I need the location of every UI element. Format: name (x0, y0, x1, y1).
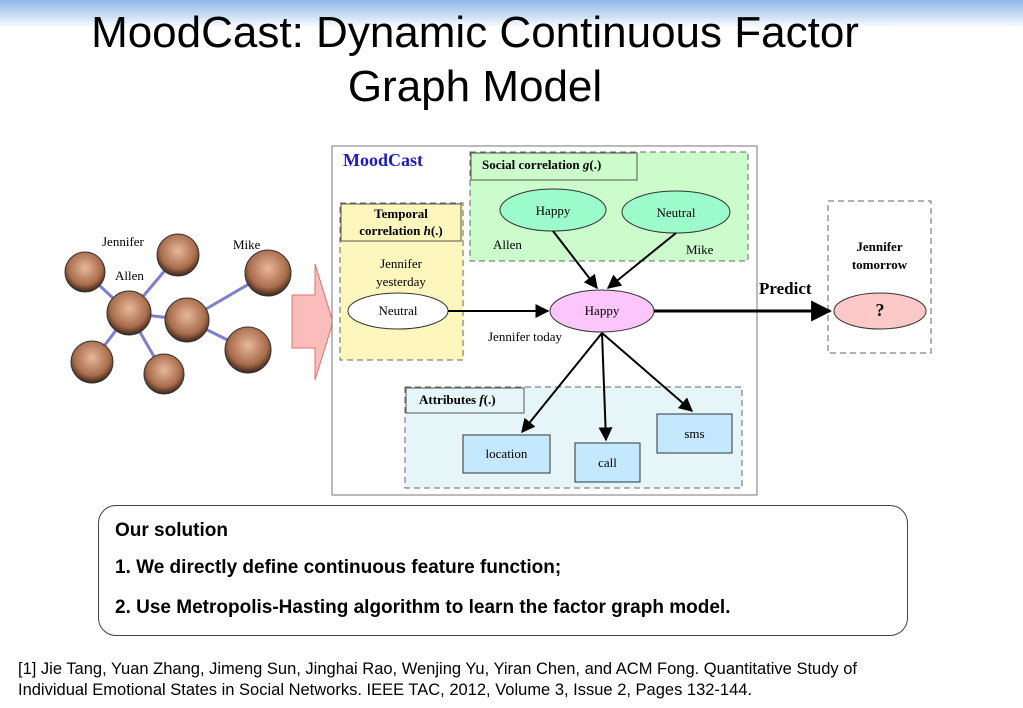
predict-label: Predict (759, 279, 812, 298)
temporal-node-label: Neutral (378, 303, 418, 318)
attributes-func: f (479, 392, 484, 407)
attribute-sms-label: sms (684, 426, 705, 441)
temporal-correlation-label: Temporal correlation h(.) (341, 205, 461, 239)
attributes-label: Attributes f(.) (419, 392, 496, 408)
social-correlation-label: Social correlation g(.) (482, 157, 601, 173)
temporal-func: h (423, 223, 431, 238)
temporal-suffix: (.) (430, 223, 443, 238)
temporal-caption: Jennifer yesterday (341, 255, 461, 291)
solution-heading: Our solution (115, 520, 228, 541)
attribute-location-label: location (485, 446, 528, 461)
social-label-text: Social correlation (482, 157, 583, 172)
person-avatar (143, 353, 185, 395)
social-correlation-label-box (470, 152, 638, 181)
arrow-social-happy (552, 230, 598, 290)
attribute-call-box (574, 442, 641, 483)
network-label-allen: Allen (115, 268, 144, 283)
transition-arrow (291, 263, 334, 381)
social-mike-label: Mike (686, 242, 714, 257)
attribute-location-box (462, 434, 551, 474)
reference-line2: Individual Emotional States in Social Ne… (18, 681, 753, 699)
social-allen-label: Allen (493, 237, 522, 252)
arrow-sms (601, 332, 694, 412)
social-network-graph (64, 233, 292, 395)
attributes-label-text: Attributes (419, 392, 480, 407)
solution-box: Our solution 1. We directly define conti… (98, 505, 908, 636)
temporal-label-line2: correlation h(.) (341, 222, 461, 239)
person-avatar (156, 233, 200, 277)
arrow-social-neutral (606, 232, 677, 289)
slide-title-line1: MoodCast: Dynamic Continuous Factor (91, 8, 859, 57)
prediction-node (833, 292, 927, 330)
diagram-arrows (448, 230, 833, 442)
arrow-location (521, 332, 603, 434)
solution-point-1: 1. We directly define continuous feature… (115, 557, 562, 578)
prediction-caption-line1: Jennifer (856, 239, 903, 254)
temporal-label-box (340, 203, 462, 242)
social-func: g (582, 157, 590, 172)
temporal-label-text: correlation (359, 223, 424, 238)
center-node-caption: Jennifer today (488, 329, 563, 344)
network-label-jennifer: Jennifer (102, 234, 144, 249)
network-label-mike: Mike (233, 237, 261, 252)
attributes-label-box (405, 387, 525, 414)
temporal-caption-line2: yesterday (376, 274, 426, 289)
person-avatar (70, 340, 114, 384)
slide-title-line2: Graph Model (347, 62, 603, 111)
slide-title: MoodCast: Dynamic Continuous Factor Grap… (0, 6, 950, 114)
person-avatar (244, 249, 292, 297)
person-avatar (106, 290, 152, 336)
social-neutral-label: Neutral (656, 205, 696, 220)
center-node-label: Happy (584, 303, 620, 318)
reference-line1: [1] Jie Tang, Yuan Zhang, Jimeng Sun, Ji… (18, 660, 857, 678)
social-suffix: (.) (589, 157, 602, 172)
temporal-label-line1: Temporal (374, 206, 428, 221)
prediction-caption-line2: tomorrow (851, 257, 908, 272)
attribute-sms-box (656, 413, 733, 454)
solution-point-2: 2. Use Metropolis-Hasting algorithm to l… (115, 597, 731, 618)
person-avatar (224, 326, 272, 374)
social-happy-label: Happy (535, 203, 571, 218)
attribute-call-label: call (598, 455, 617, 470)
arrow-call (598, 332, 613, 442)
reference-citation: [1] Jie Tang, Yuan Zhang, Jimeng Sun, Ji… (18, 659, 1008, 701)
person-avatar (64, 251, 106, 293)
prediction-region (827, 200, 932, 354)
prediction-node-label: ? (875, 300, 885, 320)
prediction-caption: Jennifer tomorrow (828, 238, 931, 274)
temporal-caption-line1: Jennifer (380, 256, 422, 271)
slide-header-bar (0, 0, 1023, 28)
attributes-suffix: (.) (483, 392, 496, 407)
moodcast-frame-title: MoodCast (343, 150, 423, 170)
person-avatar (164, 297, 210, 343)
